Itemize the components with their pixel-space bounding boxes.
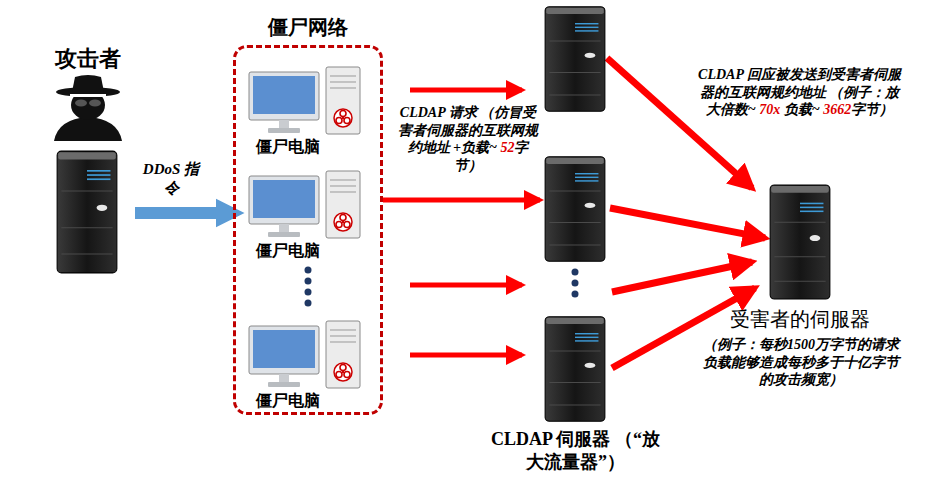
edge-label: DDoS 指令 (138, 160, 204, 198)
node-title: 攻击者 (30, 45, 145, 73)
node-note: （例子：每秒1500万字节的请求负载能够造成每秒多于十亿字节的攻击频宽） (703, 336, 899, 389)
cldap-server-group: CLDAP 伺服器 （“放大流量器”） (540, 5, 610, 420)
node-title: 受害者的伺服器 (690, 307, 910, 332)
edge-label: CLDAP 请求 （仿冒受害者伺服器的互联网规约地址 +负载~ 52字节） (398, 104, 538, 174)
attacker-node: 攻击者 (40, 45, 135, 277)
server-icon (543, 5, 607, 113)
node-title: 僵尸电脑 (256, 391, 320, 411)
node-title: 僵尸网络 (226, 15, 390, 40)
server-icon (543, 315, 607, 423)
request-arrow (410, 353, 522, 358)
edge-label: CLDAP 回应被发送到受害者伺服器的互联网规约地址 （例子：放大倍数~ 70x… (697, 66, 902, 119)
zombie-pc: 僵尸电脑 (248, 320, 366, 412)
computer-icon (248, 66, 363, 136)
botnet-box: 僵尸网络僵尸电脑僵尸电脑僵尸电脑 (233, 45, 383, 415)
request-arrow (410, 88, 522, 93)
response-arrow (612, 262, 752, 292)
ellipsis-dots (305, 267, 579, 307)
node-title: 僵尸电脑 (256, 241, 320, 261)
server-icon (55, 149, 119, 275)
computer-icon (248, 170, 363, 240)
server-icon (768, 183, 832, 301)
edge-arrow (383, 198, 540, 203)
request-arrow (410, 283, 522, 288)
zombie-pc: 僵尸电脑 (248, 170, 366, 262)
zombie-pc: 僵尸电脑 (248, 66, 366, 158)
hacker-icon (48, 75, 128, 141)
edge-arrow (135, 207, 233, 219)
node-title: 僵尸电脑 (256, 137, 320, 157)
server-icon (543, 155, 607, 263)
victim-server: 受害者的伺服器（例子：每秒1500万字节的请求负载能够造成每秒多于十亿字节的攻击… (765, 183, 835, 301)
node-title: CLDAP 伺服器 （“放大流量器”） (488, 428, 663, 473)
computer-icon (248, 320, 363, 390)
edge-arrow (610, 208, 765, 238)
